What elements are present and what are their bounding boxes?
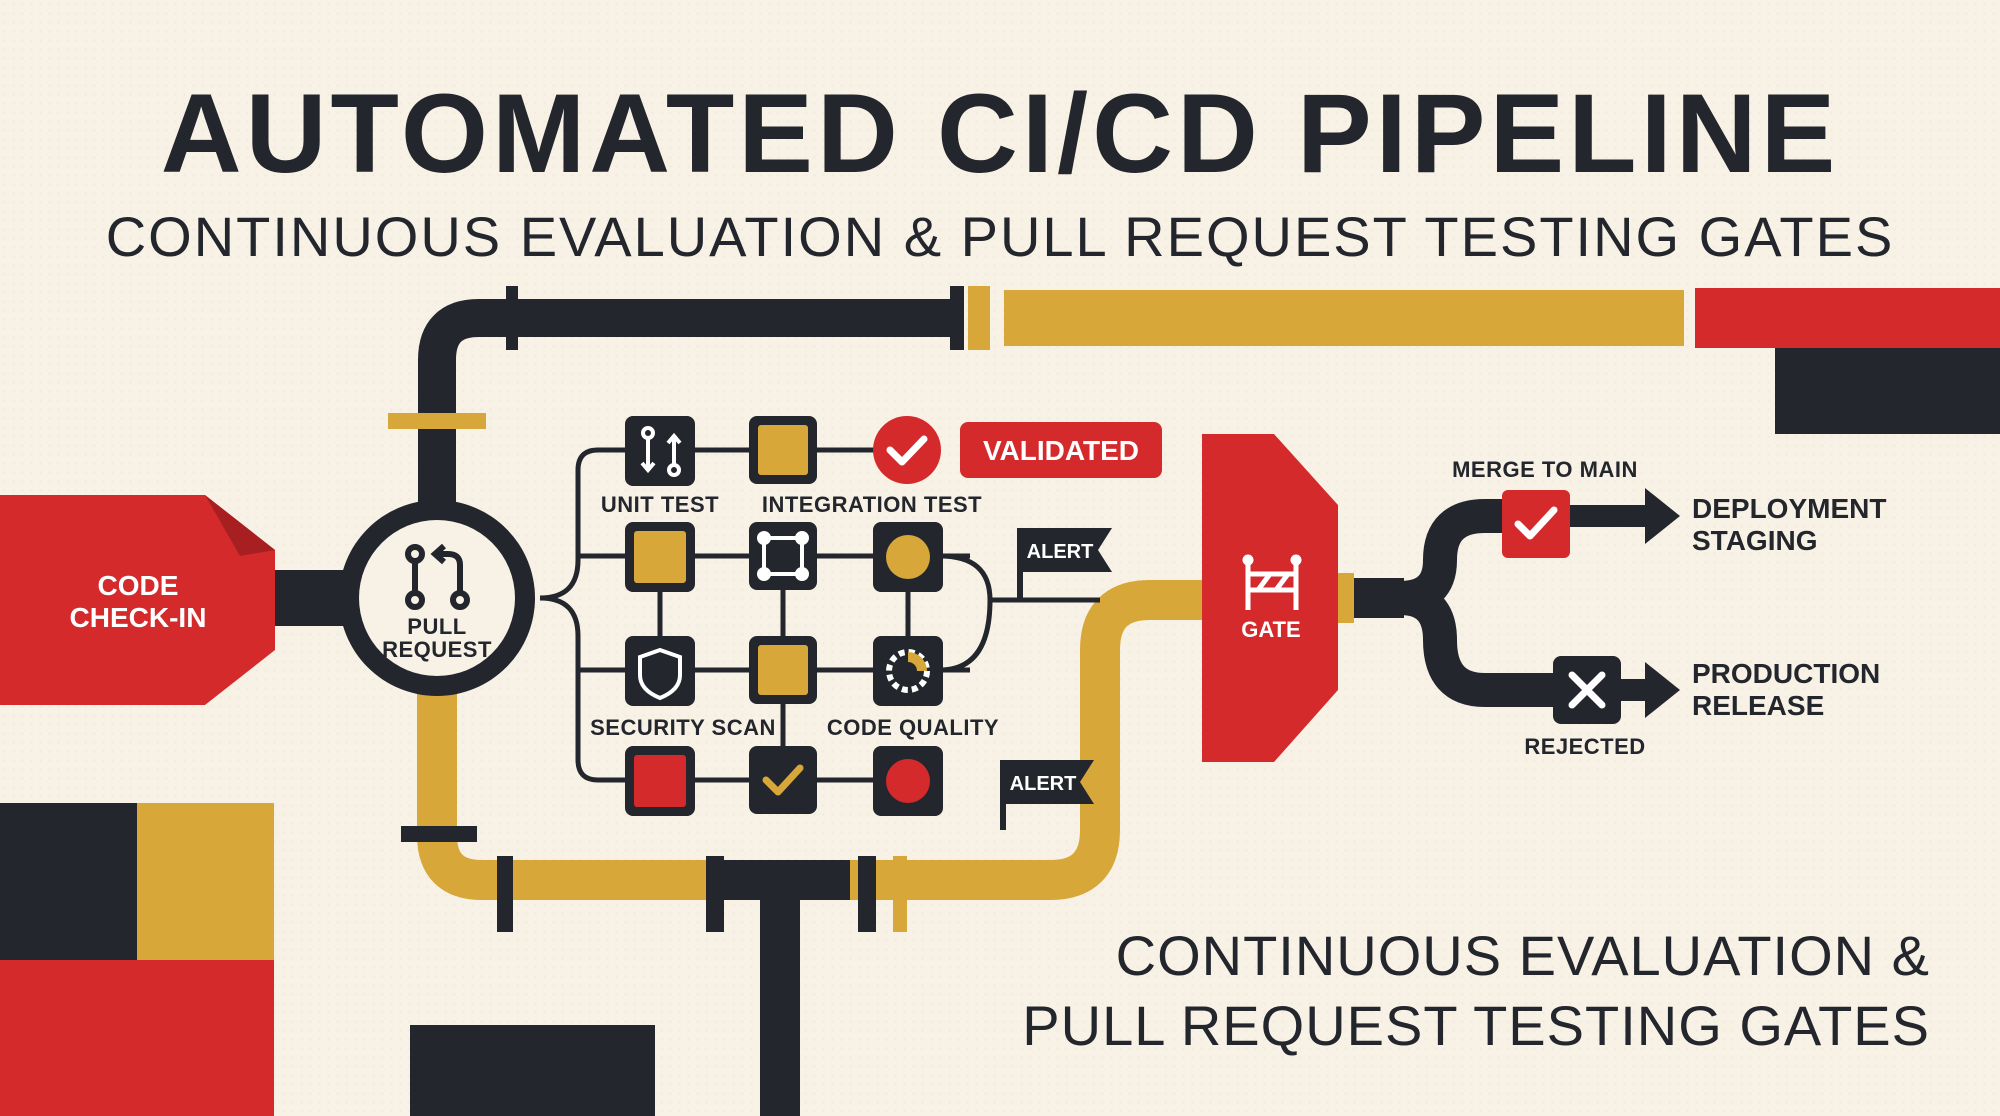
validated-badge: VALIDATED (960, 422, 1162, 478)
security-scan-label: SECURITY SCAN (590, 715, 776, 740)
page-title: AUTOMATED CI/CD PIPELINE (161, 71, 1840, 196)
gate-label: GATE (1241, 617, 1300, 642)
security-scan-tile[interactable] (625, 636, 695, 706)
alert-bottom-label: ALERT (1010, 773, 1077, 795)
code-checkin-fold (205, 495, 275, 556)
deployment-staging-label: STAGING (1692, 525, 1817, 556)
test-tile-row2-1[interactable] (625, 522, 695, 592)
pull-request-node[interactable]: PULL REQUEST (339, 500, 535, 696)
pipe-tee-dark (710, 860, 850, 1116)
pipes (270, 286, 1684, 1116)
arrow-prod-head (1645, 662, 1680, 718)
pipe-collar (506, 286, 518, 350)
pipe-collar (706, 856, 724, 932)
decor-yellow-bottom-left (137, 803, 274, 960)
git-pull-request-icon (405, 543, 470, 610)
shield-icon (638, 647, 682, 701)
gate-node[interactable]: GATE (1202, 434, 1338, 762)
pipe-top-yellow (1004, 290, 1684, 346)
code-quality-tile[interactable] (873, 636, 943, 706)
pipe-collar (858, 856, 876, 932)
footer-line1: CONTINUOUS EVALUATION & (1116, 924, 1930, 987)
test-tile-row2-2[interactable] (749, 522, 817, 590)
alert-flag-bottom[interactable]: ALERT (1000, 760, 1094, 830)
code-checkin-node[interactable]: CODE CHECK-IN (0, 495, 275, 705)
pipe-collar (893, 856, 907, 932)
pipe-gate-collar (1338, 573, 1354, 623)
test-tile-row2-3[interactable] (873, 522, 943, 592)
pipe-bottom-yellow (417, 580, 1210, 900)
pipe-top-dark (418, 299, 960, 505)
production-release-label: PRODUCTION (1692, 658, 1880, 689)
code-checkin-label: CHECK-IN (70, 602, 207, 633)
node-graph-icon (757, 531, 809, 581)
validated-check[interactable] (873, 416, 941, 484)
merge-to-main-label: MERGE TO MAIN (1452, 457, 1638, 482)
alert-top-label: ALERT (1027, 541, 1094, 563)
pull-request-label: REQUEST (382, 637, 492, 662)
rejected-badge[interactable] (1553, 656, 1621, 724)
code-quality-label: CODE QUALITY (827, 715, 999, 740)
pie-chart-icon (886, 649, 930, 693)
test-tile-row3-2[interactable] (749, 636, 817, 704)
page-subtitle: CONTINUOUS EVALUATION & PULL REQUEST TES… (106, 205, 1895, 268)
code-checkin-label: CODE (98, 570, 179, 601)
pipe-collar-yellow (388, 413, 486, 429)
unit-test-tile[interactable] (625, 416, 695, 486)
pipe-collar (497, 856, 513, 932)
test-tile-row4-2[interactable] (749, 746, 817, 814)
pull-request-label: PULL (407, 614, 466, 639)
pipe-collar (401, 826, 477, 842)
integration-test-label: INTEGRATION TEST (762, 492, 982, 517)
check-icon (1514, 506, 1558, 540)
decor-dark-bottom (410, 1025, 655, 1116)
pipe-top-yellow-collar (968, 286, 990, 350)
gate-shape (1202, 434, 1338, 762)
pull-request-inner (359, 520, 515, 676)
rejected-label: REJECTED (1524, 734, 1645, 759)
deployment-staging-label: DEPLOYMENT (1692, 493, 1886, 524)
pipe-gate-out (1354, 578, 1404, 618)
git-compare-icon (640, 426, 682, 477)
decor-dark-top-right (1775, 348, 2000, 434)
decor-dark-bottom-left (0, 803, 137, 960)
decor-red-top-right (1695, 288, 2000, 348)
pipe-checkin-connector (270, 570, 350, 626)
code-checkin-shape (0, 495, 275, 705)
pipe-fork (1399, 499, 1560, 707)
pipe-collar (950, 286, 964, 350)
footer-line2: PULL REQUEST TESTING GATES (1022, 994, 1930, 1057)
validated-label: VALIDATED (983, 435, 1139, 466)
barrier-gate-icon (1242, 554, 1302, 610)
unit-test-label: UNIT TEST (601, 492, 719, 517)
test-tile-row4-1[interactable] (625, 746, 695, 816)
merge-check-badge[interactable] (1502, 490, 1570, 558)
check-icon (762, 764, 804, 796)
decor-red-bottom-left (0, 960, 274, 1116)
arrow-deploy-head (1645, 488, 1680, 544)
cross-icon (1568, 671, 1606, 709)
test-tile-row4-3[interactable] (873, 746, 943, 816)
check-icon (886, 435, 928, 466)
decor-blocks (0, 288, 2000, 1116)
alert-flag-top[interactable]: ALERT (1017, 528, 1112, 598)
integration-test-tile-top[interactable] (749, 416, 817, 484)
production-release-label: RELEASE (1692, 690, 1824, 721)
